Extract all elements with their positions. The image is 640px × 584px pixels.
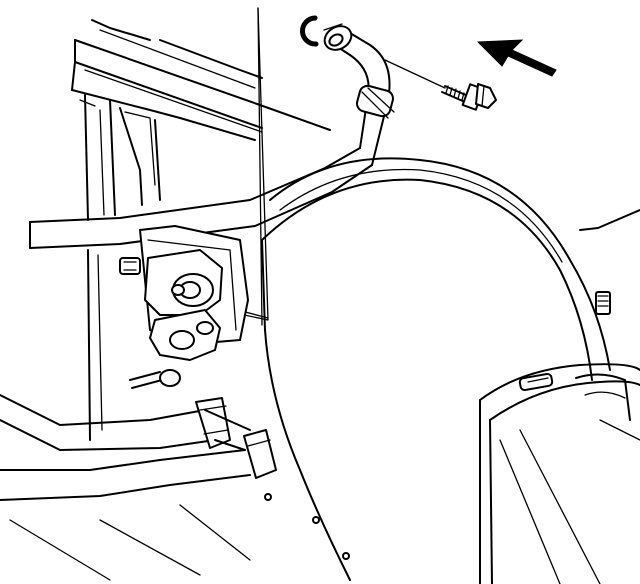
mounting-bolt — [441, 83, 497, 111]
lower-frame — [9, 493, 350, 581]
right-stud — [595, 291, 611, 315]
hose-fitting — [323, 23, 353, 51]
left-bracket-panel — [84, 94, 161, 441]
accumulator-tank — [479, 363, 640, 584]
direction-arrow — [476, 39, 557, 77]
upper-hose — [329, 29, 395, 166]
o-ring-seal — [300, 15, 319, 47]
expansion-valve-block — [119, 225, 249, 389]
shroud-arcs — [261, 157, 640, 581]
horizontal-refrigerant-line — [29, 147, 373, 249]
lower-pipe — [0, 394, 277, 501]
